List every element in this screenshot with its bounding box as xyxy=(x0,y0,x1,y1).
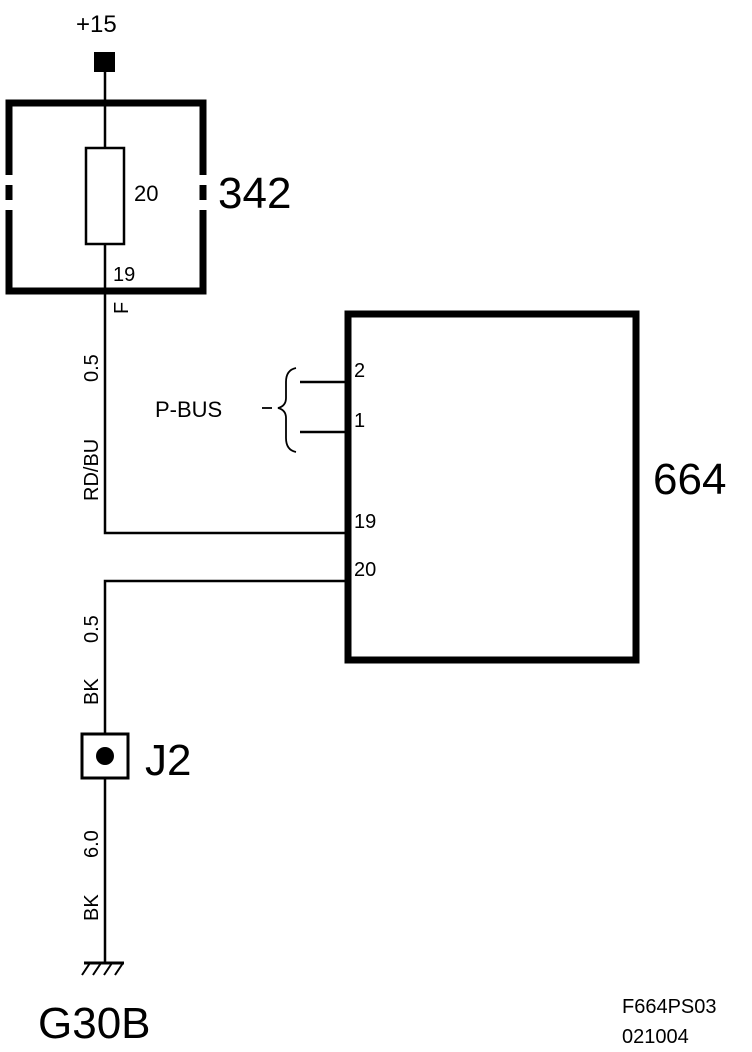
fuse-rating: 20 xyxy=(134,181,158,206)
ground-symbol xyxy=(81,961,124,976)
module-pin-1: 1 xyxy=(354,410,365,432)
module-pin-2: 2 xyxy=(354,360,365,382)
fuse-box-id: 342 xyxy=(218,169,291,218)
footer-date: 021004 xyxy=(622,1026,689,1048)
power-label: +15 xyxy=(76,11,117,38)
wire-upper-color: RD/BU xyxy=(81,439,103,501)
module-pin-19: 19 xyxy=(354,511,376,533)
wire-bk-0-5 xyxy=(103,579,348,734)
wire-lower-color: BK xyxy=(81,678,103,705)
wire-ground-size: 6.0 xyxy=(81,830,103,858)
pbus-brace xyxy=(277,367,297,453)
wire-lower-size: 0.5 xyxy=(81,615,103,643)
fuse-pin-19: 19 xyxy=(113,264,135,286)
wire-rd-bu xyxy=(103,244,348,535)
fuse-pin-code: F xyxy=(111,302,133,314)
wire-upper-size: 0.5 xyxy=(81,354,103,382)
module-664 xyxy=(344,310,640,664)
fuse-element xyxy=(84,146,126,246)
junction-dot xyxy=(96,747,114,765)
junction-id: J2 xyxy=(145,736,191,785)
wire-ground-color: BK xyxy=(81,894,103,921)
module-pin-20: 20 xyxy=(354,559,376,581)
pbus-label: P-BUS xyxy=(155,397,222,422)
module-id: 664 xyxy=(653,455,726,504)
ground-id: G30B xyxy=(38,999,151,1048)
footer-code: F664PS03 xyxy=(622,996,717,1018)
